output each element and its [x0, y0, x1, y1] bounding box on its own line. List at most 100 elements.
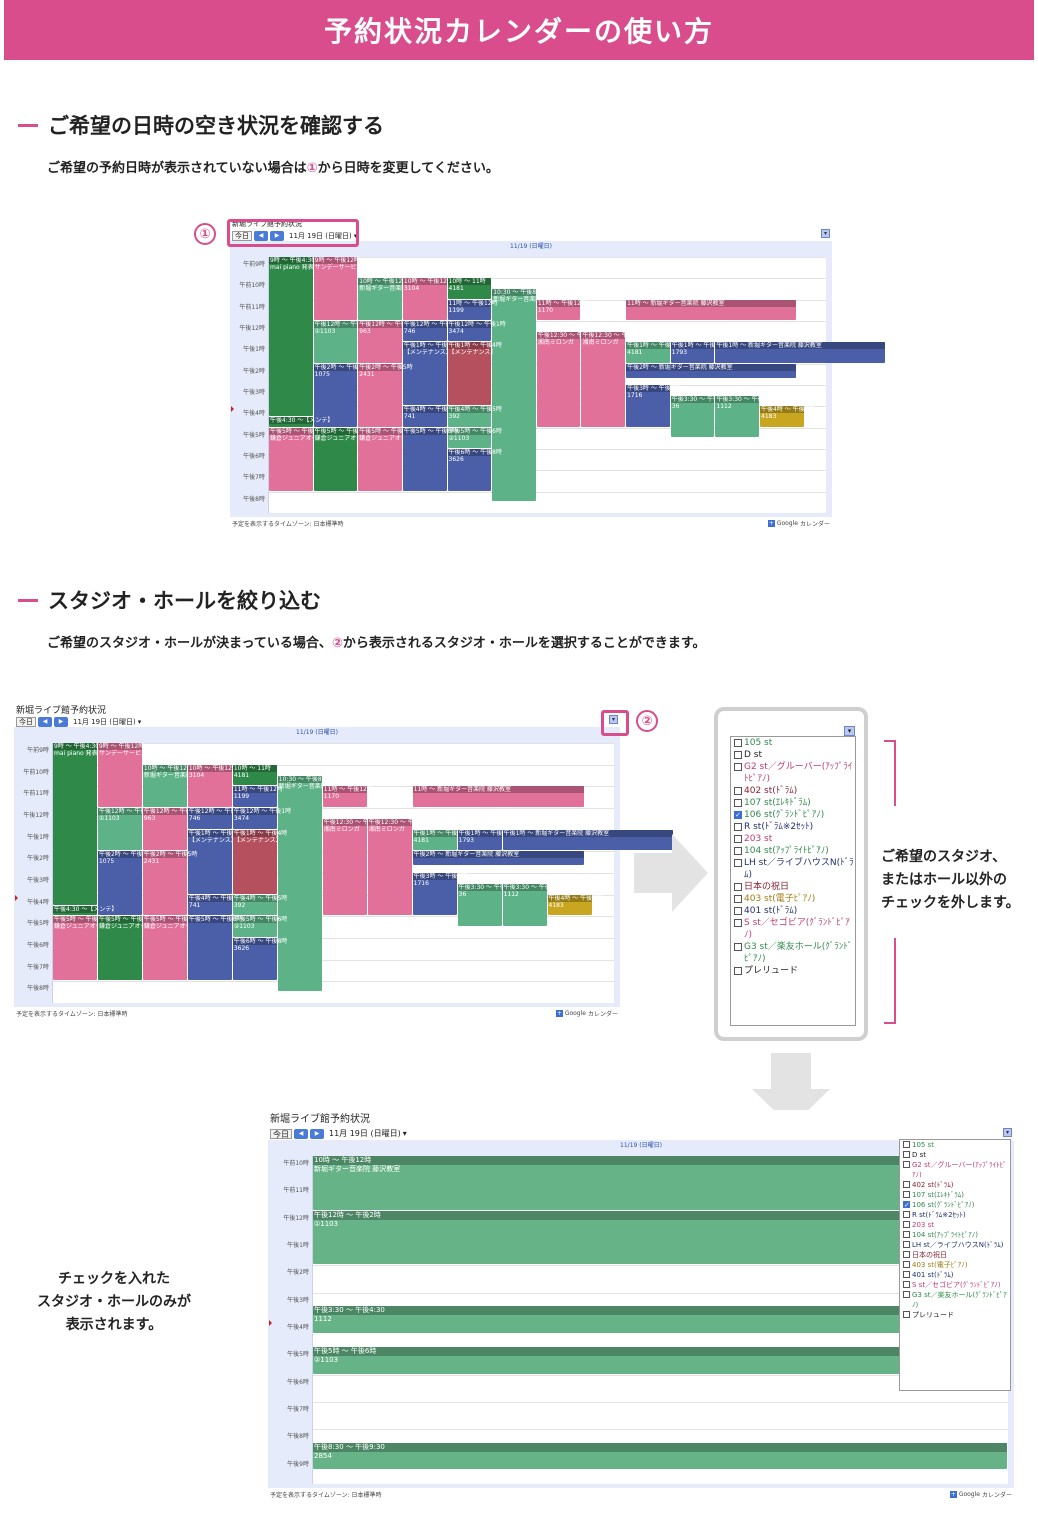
checkbox[interactable] — [734, 859, 742, 867]
checkbox[interactable] — [734, 751, 742, 759]
checkbox[interactable]: ✓ — [734, 811, 742, 819]
calendar-event[interactable]: 9時 ～ 午後12時サンデーサービス — [97, 743, 147, 807]
filter-item[interactable]: G2 st／グルーバー(ｱｯﾌﾟﾗｲﾄﾋﾟｱﾉ) — [731, 761, 855, 785]
today-button[interactable]: 今日 — [232, 231, 252, 241]
filter-dropdown-icon[interactable]: ▾ — [844, 726, 855, 736]
calendar-event[interactable]: 午後4:30 ～【メンテ】 — [53, 905, 117, 916]
calendar-event[interactable]: 10時 ～ 午後12時新堀ギター音楽院 — [358, 278, 408, 320]
checkbox[interactable] — [734, 739, 742, 747]
filter-item[interactable]: 日本の祝日 — [731, 881, 855, 893]
checkbox[interactable] — [903, 1281, 910, 1288]
chevron-down-icon[interactable]: ▾ — [353, 232, 358, 240]
checkbox[interactable] — [734, 763, 742, 771]
calendar-event[interactable]: 午後5時 ～ 午後8時鎌倉ジュニアオー — [313, 427, 368, 491]
date-label[interactable]: 11月 19日 (日曜日) — [289, 232, 352, 240]
checkbox[interactable] — [903, 1221, 910, 1228]
calendar-event[interactable]: 午後1時 ～ 午後4時【メンテナンス】 — [232, 829, 287, 894]
checkbox[interactable] — [903, 1151, 910, 1158]
calendar-event[interactable]: 午後5時 ～ 午後8時鎌倉ジュニアオー — [269, 427, 323, 491]
filter-dropdown-icon[interactable]: ▾ — [821, 229, 830, 238]
calendar-event[interactable]: 午後5時 ～ 午後8時 — [187, 916, 242, 981]
filter-item[interactable]: D st — [731, 749, 855, 761]
filter-item[interactable]: 203 st — [900, 1220, 1010, 1230]
filter-item[interactable]: D st — [900, 1150, 1010, 1160]
checkbox[interactable] — [734, 967, 742, 975]
filter-item[interactable]: R st(ﾄﾞﾗﾑ※2ｾｯﾄ) — [900, 1210, 1010, 1220]
filter-item[interactable]: 105 st — [900, 1140, 1010, 1150]
filter-item[interactable]: 203 st — [731, 833, 855, 845]
checkbox[interactable] — [734, 823, 742, 831]
calendar-event[interactable]: 9時 ～ 午後12時サンデーサービス — [313, 257, 363, 320]
today-button[interactable]: 今日 — [16, 717, 36, 727]
checkbox[interactable] — [903, 1271, 910, 1278]
calendar-event[interactable]: 午後12:30 ～ 午後5時湘南ミロンガ — [581, 331, 643, 427]
next-arrow-icon[interactable]: ▶ — [310, 1128, 324, 1139]
prev-arrow-icon[interactable]: ◀ — [254, 231, 268, 241]
next-arrow-icon[interactable]: ▶ — [270, 231, 284, 241]
checkbox[interactable] — [734, 835, 742, 843]
calendar-event[interactable]: 午後5時 ～ 午後8時鎌倉ジュニアオー — [97, 916, 152, 981]
checkbox[interactable] — [903, 1241, 910, 1248]
filter-item[interactable]: ✓106 st(ｸﾞﾗﾝﾄﾞﾋﾟｱﾉ) — [731, 809, 855, 821]
filter-dropdown-icon[interactable]: ▾ — [609, 715, 618, 724]
calendar-event[interactable]: 午後5時 ～ 午後8時鎌倉ジュニアオー — [358, 427, 413, 491]
checkbox[interactable] — [734, 883, 742, 891]
filter-item[interactable]: LH st／ライブハウスN(ﾄﾞﾗﾑ) — [731, 857, 855, 881]
prev-arrow-icon[interactable]: ◀ — [38, 717, 52, 727]
checkbox[interactable] — [903, 1261, 910, 1268]
checkbox[interactable] — [903, 1251, 910, 1258]
checkbox[interactable] — [734, 799, 742, 807]
date-label[interactable]: 11月 19日 (日曜日) — [329, 1129, 401, 1138]
filter-item[interactable]: 104 st(ｱｯﾌﾟﾗｲﾄﾋﾟｱﾉ) — [900, 1230, 1010, 1240]
filter-item[interactable]: 104 st(ｱｯﾌﾟﾗｲﾄﾋﾟｱﾉ) — [731, 845, 855, 857]
filter-item[interactable]: 402 st(ﾄﾞﾗﾑ) — [900, 1180, 1010, 1190]
chevron-down-icon[interactable]: ▾ — [137, 718, 142, 726]
filter-item[interactable]: 105 st — [731, 737, 855, 749]
filter-item[interactable]: G2 st／グルーバー(ｱｯﾌﾟﾗｲﾄﾋﾟｱﾉ) — [900, 1160, 1010, 1180]
filter-item[interactable]: G3 st／楽友ホール(ｸﾞﾗﾝﾄﾞﾋﾟｱﾉ) — [731, 941, 855, 965]
calendar-event[interactable]: 午後4:30 ～【メンテ】 — [269, 417, 333, 427]
filter-item[interactable]: S st／セゴビア(ｸﾞﾗﾝﾄﾞﾋﾟｱﾉ) — [731, 917, 855, 941]
checkbox[interactable] — [734, 943, 742, 951]
filter-item[interactable]: プレリュード — [731, 965, 855, 977]
filter-item[interactable]: 107 st(ｴﾚｷﾄﾞﾗﾑ) — [731, 797, 855, 809]
filter-item[interactable]: 日本の祝日 — [900, 1250, 1010, 1260]
checkbox[interactable] — [903, 1311, 910, 1318]
filter-item[interactable]: 402 st(ﾄﾞﾗﾑ) — [731, 785, 855, 797]
filter-dropdown-icon[interactable]: ▾ — [1003, 1128, 1012, 1137]
checkbox[interactable] — [734, 847, 742, 855]
